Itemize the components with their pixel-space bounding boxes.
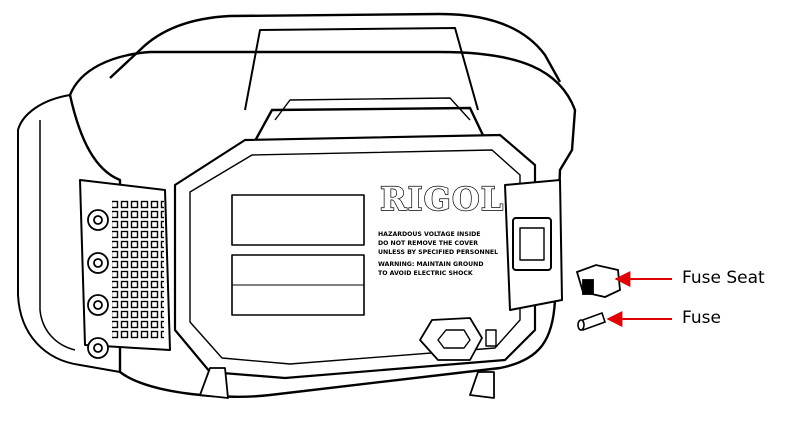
fuse-seat-part: [575, 264, 621, 298]
svg-text:WARNING: MAINTAIN GROUND: WARNING: MAINTAIN GROUND: [378, 261, 484, 268]
fuse-label: Fuse: [682, 308, 721, 328]
svg-text:TO AVOID ELECTRIC SHOCK: TO AVOID ELECTRIC SHOCK: [378, 270, 473, 277]
fuse-seat-label: Fuse Seat: [682, 268, 765, 288]
fuse-part: [577, 311, 607, 332]
svg-text:DO NOT REMOVE THE COVER: DO NOT REMOVE THE COVER: [378, 240, 478, 247]
svg-text:HAZARDOUS VOLTAGE INSIDE: HAZARDOUS VOLTAGE INSIDE: [378, 231, 480, 238]
bnc-connector-group: [87, 209, 109, 359]
instrument-body: [17, 12, 577, 399]
svg-text:UNLESS BY SPECIFIED PERSONNEL: UNLESS BY SPECIFIED PERSONNEL: [378, 249, 498, 256]
brand-logo: RIGOL: [380, 180, 504, 218]
warning-text-block: HAZARDOUS VOLTAGE INSIDE DO NOT REMOVE T…: [378, 231, 498, 277]
